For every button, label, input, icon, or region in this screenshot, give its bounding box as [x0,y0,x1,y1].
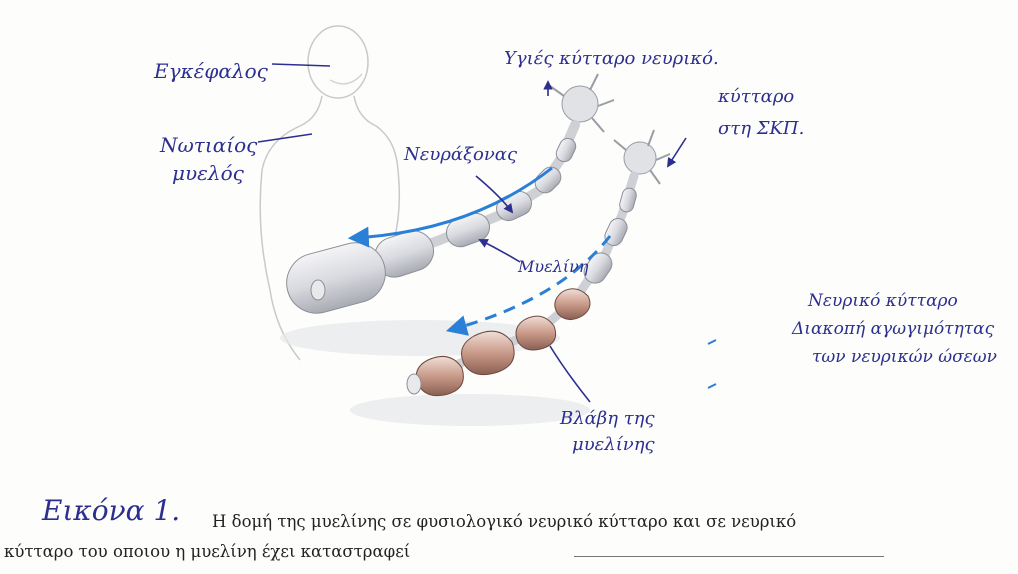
label-ms-cell-2: στη ΣΚΠ. [718,118,804,139]
label-healthy-cell: Υγιές κύτταρο νευρικό. [504,48,719,69]
label-myelin: Μυελίνη [517,257,589,276]
caption-label: Εικόνα 1. [42,494,180,527]
label-ms-cell-1: κύτταρο [717,86,794,107]
healthy-cell-body [550,74,614,134]
healthy-axon-end [311,280,325,300]
label-nerve-note-3: των νευρικών ώσεων [812,347,997,367]
dash-mark-2 [708,384,716,388]
label-spinal-cord-1: Νωτιαίος [159,133,258,157]
label-brain: Εγκέφαλος [153,59,269,83]
dash-mark-1 [708,340,716,344]
damaged-cell-body [614,130,670,184]
caption-line-2: κύτταρο του οποιου η μυελίνη έχει καταστ… [4,542,410,561]
damaged-neuron-shadow [350,394,590,426]
label-myelin-damage-2: μυελίνης [572,434,655,455]
label-nerve-note-2: Διακοπή αγωγιμότητας [791,319,995,339]
label-nerve-note-1: Νευρικό κύτταρο [807,291,958,311]
label-spinal-cord-2: μυελός [172,161,245,185]
label-myelin-damage-1: Βλάβη της [559,408,655,429]
label-axon: Νευράξονας [403,144,518,165]
caption-underline [574,556,884,557]
caption-line-1: Η δομή της μυελίνης σε φυσιολογικό νευρι… [212,512,796,531]
damaged-axon-end [407,374,421,394]
